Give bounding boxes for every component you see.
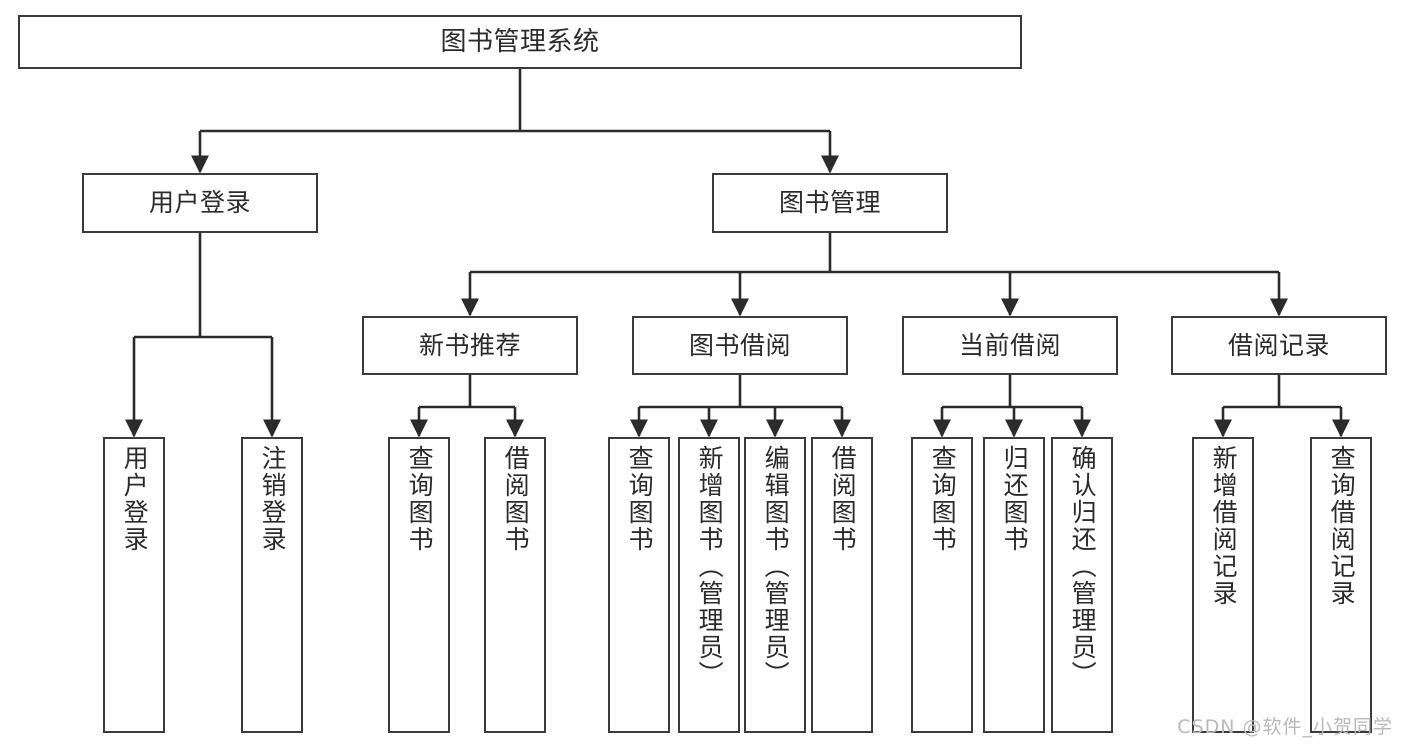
node-label: 新增图书（管理员） (695, 445, 725, 688)
node-label: 查询图书 (625, 445, 655, 553)
node-current-borrow[interactable]: 当前借阅 (902, 316, 1118, 375)
node-label: 用户登录 (148, 188, 251, 218)
leaf-return-book[interactable]: 归还图书 (983, 437, 1045, 733)
node-user-login[interactable]: 用户登录 (82, 173, 318, 233)
node-label: 归还图书 (1000, 445, 1030, 553)
leaf-logout[interactable]: 注销登录 (241, 437, 303, 733)
node-label: 图书管理系统 (440, 26, 600, 57)
node-label: 图书借阅 (688, 330, 791, 360)
leaf-query-books-recommend[interactable]: 查询图书 (388, 437, 450, 733)
leaf-add-book-admin[interactable]: 新增图书（管理员） (678, 437, 740, 733)
leaf-user-login[interactable]: 用户登录 (103, 437, 165, 733)
node-label: 查询图书 (928, 445, 958, 553)
node-label: 查询图书 (405, 445, 435, 553)
leaf-query-books-current[interactable]: 查询图书 (911, 437, 973, 733)
node-label: 图书管理 (778, 188, 881, 218)
leaf-borrow-books-recommend[interactable]: 借阅图书 (484, 437, 546, 733)
node-label: 编辑图书（管理员） (761, 445, 791, 688)
leaf-confirm-return-admin[interactable]: 确认归还（管理员） (1051, 437, 1113, 733)
node-new-book-recommend[interactable]: 新书推荐 (362, 316, 578, 375)
node-label: 借阅记录 (1227, 330, 1330, 360)
leaf-borrow-book[interactable]: 借阅图书 (811, 437, 873, 733)
node-book-management[interactable]: 图书管理 (712, 173, 948, 233)
watermark: CSDN @软件_小贺同学 (1177, 716, 1393, 738)
node-label: 新书推荐 (418, 330, 521, 360)
node-book-borrow[interactable]: 图书借阅 (632, 316, 848, 375)
node-label: 用户登录 (120, 445, 150, 553)
node-label: 查询借阅记录 (1327, 445, 1357, 607)
node-label: 注销登录 (258, 445, 288, 553)
node-label: 借阅图书 (828, 445, 858, 553)
node-label: 当前借阅 (958, 330, 1061, 360)
node-label: 确认归还（管理员） (1068, 445, 1098, 688)
node-borrow-records[interactable]: 借阅记录 (1171, 316, 1387, 375)
leaf-query-books-borrow[interactable]: 查询图书 (608, 437, 670, 733)
leaf-edit-book-admin[interactable]: 编辑图书（管理员） (744, 437, 806, 733)
node-label: 借阅图书 (501, 445, 531, 553)
node-label: 新增借阅记录 (1209, 445, 1239, 607)
leaf-add-borrow-record[interactable]: 新增借阅记录 (1192, 437, 1254, 733)
leaf-query-borrow-record[interactable]: 查询借阅记录 (1310, 437, 1372, 733)
node-root[interactable]: 图书管理系统 (18, 15, 1022, 69)
